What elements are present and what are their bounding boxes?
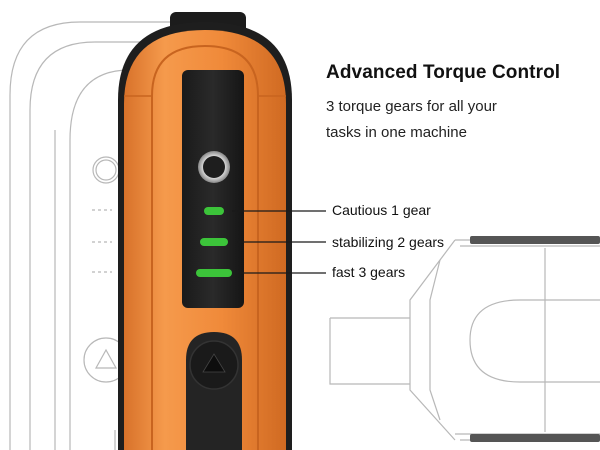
chuck-knurl-bottom	[470, 434, 600, 442]
feature-subtitle-line-2: tasks in one machine	[326, 124, 467, 141]
gear-label-1: Cautious 1 gear	[332, 202, 431, 218]
device-body-bezel	[151, 44, 259, 450]
gear-label-3: fast 3 gears	[332, 264, 406, 280]
left-sketch-device	[9, 21, 185, 450]
power-button[interactable]	[198, 151, 230, 183]
direction-button[interactable]	[189, 340, 239, 390]
chuck-knurl-top	[470, 236, 600, 244]
up-arrow-icon	[202, 353, 226, 373]
pointer-lines	[232, 210, 326, 274]
control-panel	[182, 70, 244, 308]
gear-label-2: stabilizing 2 gears	[332, 234, 445, 250]
gear-indicator-2	[200, 238, 228, 246]
gear-indicator-3	[196, 269, 232, 277]
feature-title: Advanced Torque Control	[326, 62, 561, 83]
gear-indicators	[196, 207, 232, 277]
gear-indicator-1	[204, 207, 224, 215]
feature-subtitle-line-1: 3 torque gears for all your	[326, 98, 497, 115]
